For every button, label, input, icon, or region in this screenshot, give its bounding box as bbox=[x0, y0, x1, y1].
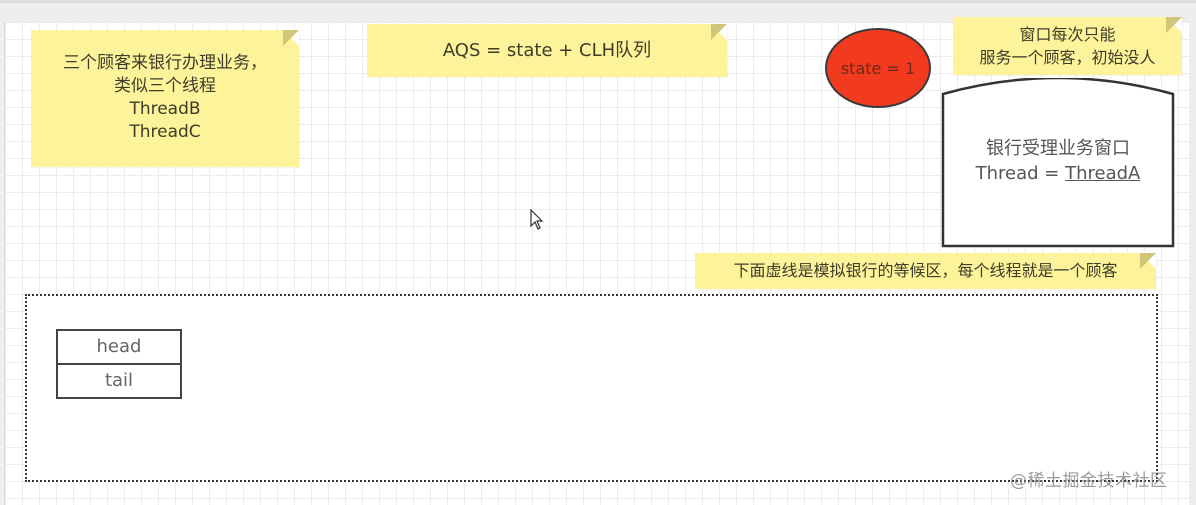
waiting-area-hint-note[interactable]: 下面虚线是模拟银行的等候区，每个线程就是一个顾客 bbox=[695, 253, 1156, 289]
queue-tail-cell: tail bbox=[58, 363, 180, 397]
service-window-shape[interactable] bbox=[941, 78, 1175, 248]
note-fold-corner bbox=[711, 24, 727, 40]
mouse-cursor-icon bbox=[530, 209, 544, 230]
note-fold-corner bbox=[1166, 17, 1182, 33]
aqs-formula-text: AQS = state + CLH队列 bbox=[442, 40, 652, 61]
clh-queue-table[interactable]: head tail bbox=[56, 329, 182, 399]
customers-note-line-4: ThreadC bbox=[129, 122, 201, 142]
top-edge bbox=[0, 0, 1196, 3]
service-window-thread: Thread = ThreadA bbox=[941, 161, 1175, 186]
waiting-area-hint-text: 下面虚线是模拟银行的等候区，每个线程就是一个顾客 bbox=[733, 261, 1118, 280]
state-label: state = 1 bbox=[840, 58, 916, 78]
thread-prefix: Thread = bbox=[975, 163, 1066, 184]
note-fold-corner bbox=[283, 30, 299, 46]
customers-note[interactable]: 三个顾客来银行办理业务， 类似三个线程 ThreadB ThreadC bbox=[31, 30, 299, 167]
window-rule-line-2: 服务一个顾客，初始没人 bbox=[979, 48, 1156, 67]
waiting-area[interactable] bbox=[25, 294, 1158, 482]
thread-value: ThreadA bbox=[1065, 163, 1141, 184]
note-fold-corner bbox=[1140, 253, 1156, 269]
customers-note-line-1: 三个顾客来银行办理业务， bbox=[63, 53, 267, 73]
watermark: @稀土掘金技术社区 bbox=[1010, 471, 1168, 491]
aqs-formula-note[interactable]: AQS = state + CLH队列 bbox=[367, 24, 727, 77]
service-window-title: 银行受理业务窗口 bbox=[986, 138, 1130, 159]
window-rule-line-1: 窗口每次只能 bbox=[1019, 25, 1116, 44]
queue-head-cell: head bbox=[96, 336, 142, 357]
service-window-label: 银行受理业务窗口 Thread = ThreadA bbox=[941, 136, 1175, 186]
state-node[interactable]: state = 1 bbox=[825, 28, 931, 108]
customers-note-line-2: 类似三个线程 bbox=[114, 76, 216, 96]
customers-note-line-3: ThreadB bbox=[129, 99, 201, 119]
window-rule-note[interactable]: 窗口每次只能 服务一个顾客，初始没人 bbox=[953, 17, 1182, 75]
